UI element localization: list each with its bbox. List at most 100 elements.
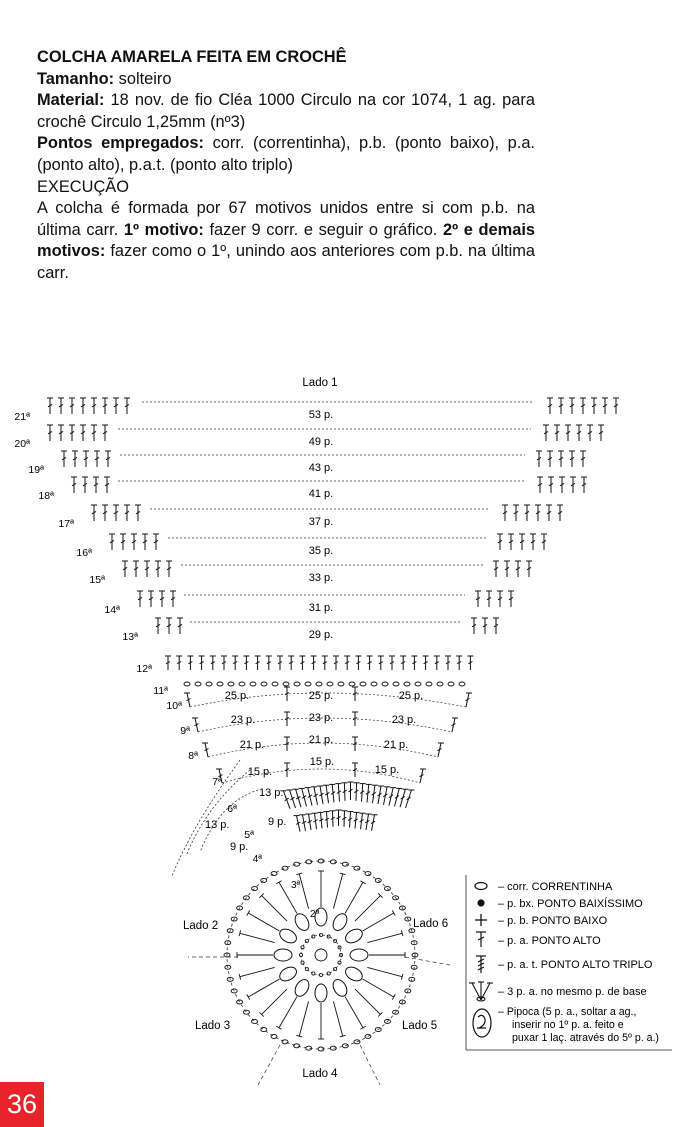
stitch-bar [554,430,560,435]
row-stitch-count: 35 p. [309,545,333,557]
stitch-symbol [559,476,565,493]
stitch-bar [204,748,209,752]
side-guide [257,1044,281,1086]
stitch-bar [113,403,119,408]
material-line: Material: 18 nov. de fio Cléa 1000 Circu… [37,90,535,133]
stitch-bar [210,661,216,665]
radial-top [391,994,396,1000]
stitch-bar [159,596,165,601]
motif1-label: 1º motivo: [123,220,204,239]
chain-oval [230,988,238,994]
stitch-symbol [335,809,342,826]
stitch-symbol [124,504,130,521]
stitch-bar [58,430,64,435]
motif1-text: fazer 9 corr. e seguir o gráfico. [209,220,438,239]
stitch-bar [352,742,358,746]
legend-text-fan: – 3 p. a. no mesmo p. de base [498,986,647,998]
stitch-symbol [329,783,336,803]
stitch-symbol [317,811,324,829]
chain-oval [251,886,258,891]
stitch-bar [558,456,564,461]
stitch-symbol [284,686,290,701]
chain-oval [260,1027,268,1033]
stitch-symbol [352,762,358,777]
stitch-symbol [558,450,564,467]
stitch-bar [569,403,575,408]
stitch-symbol [277,655,283,670]
stitch-symbol [591,397,597,414]
stitch-bar [47,430,53,435]
stitch-symbol [170,590,176,607]
stitch-symbol [411,655,418,670]
radial-stitch [238,966,275,980]
stitch-bar [137,596,143,601]
radial-stem [278,882,298,914]
center-chain [311,971,316,976]
stitch-symbol [165,655,171,670]
stitch-bar [400,661,406,665]
stitch-symbol [569,450,575,467]
chain-oval [224,964,232,970]
stitch-symbol [400,655,407,670]
stitch-symbol [377,655,384,670]
center-chain [311,934,316,939]
stitch-symbol [508,590,514,607]
stitch-bar [569,456,575,461]
stitch-symbol [91,397,97,414]
stitch-bar [336,815,341,820]
stitch-symbol [192,717,199,733]
stitch-bar [445,661,451,665]
radial-stitch [296,1001,310,1038]
stitch-bar [530,539,536,544]
side-guide [359,1044,381,1086]
stitch-bar [91,430,97,435]
row-number-label: 17ª [58,518,74,530]
stitch-bar [290,796,295,801]
stitch-symbol [317,785,324,805]
stitch-symbol [598,424,604,441]
stitch-bar [367,661,372,665]
stitch-symbol [524,504,530,521]
stitch-bar [570,482,576,487]
stitch-bar [301,795,307,799]
legend-text-slip: – p. bx. PONTO BAIXÍSSIMO [498,897,643,910]
stitch-symbol [184,692,191,708]
stitch-symbol [144,560,150,577]
popcorn-line-2: inserir no 1º p. a. feito e [512,1019,624,1031]
side-label-6: Lado 6 [413,918,448,930]
stitch-symbol [526,560,532,577]
stitch-symbol [155,617,161,634]
stitch-bar [93,482,99,487]
stitch-symbol [177,617,183,634]
stitch-bar [166,566,172,571]
chain-oval [458,681,466,687]
stitch-bar [135,510,141,515]
stitch-bar [71,482,77,487]
chain-oval [216,681,224,687]
stitch-symbol [456,655,463,670]
row-number-label: 9ª [180,725,190,737]
execution-paragraph: A colcha é formada por 67 motivos unidos… [37,198,535,284]
stitch-bar [266,661,272,665]
row-number-label: 14ª [104,604,120,616]
stitch-symbol [323,784,330,804]
stitch-symbol [565,424,571,441]
side-label-2: Lado 2 [183,920,218,932]
stitch-symbol [47,397,53,414]
row-stitch-count: 15 p. [248,766,272,778]
chain-oval [392,681,400,687]
stitch-bar [352,692,358,696]
stitch-bar [295,821,301,825]
stitch-symbol [321,655,328,670]
stitch-symbol [547,450,553,467]
motif2-text: fazer como o 1º, unindo aos anteriores c… [37,242,535,282]
stitch-bar [468,661,473,665]
chain-oval [183,681,191,687]
row-stitch-count: 23 p. [309,712,333,724]
stitch-symbol [109,533,115,550]
row-stitch-count: 21 p. [384,739,408,751]
radial-top [246,994,251,1000]
stitch-bar [493,623,499,628]
stitch-bar [535,510,541,515]
chain-oval [293,861,301,867]
